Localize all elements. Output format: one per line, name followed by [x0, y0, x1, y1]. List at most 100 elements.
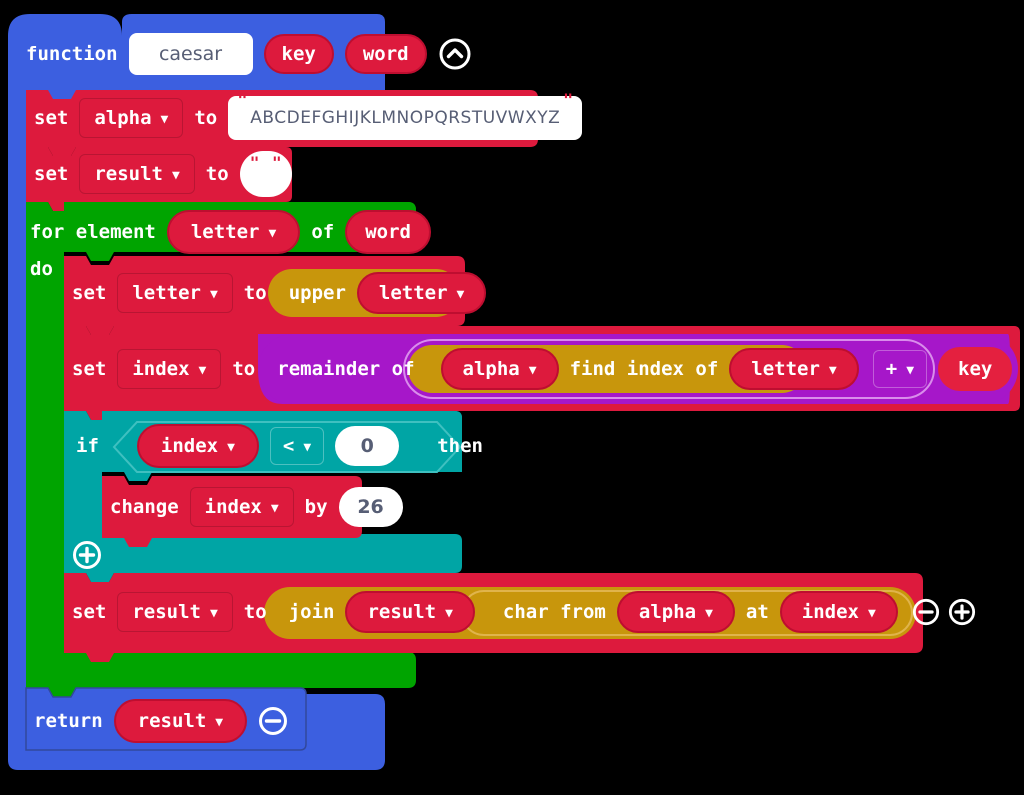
variable-dropdown-alpha-label: alpha: [94, 107, 152, 129]
change-keyword: change: [110, 495, 179, 518]
join-label: join: [288, 600, 335, 623]
for-keyword: for element: [30, 220, 156, 243]
to-label: to: [205, 162, 229, 185]
upper-operand-letter[interactable]: letter ▼: [356, 272, 487, 314]
change-amount-field[interactable]: 26: [338, 487, 403, 527]
minus-circle-icon: [259, 707, 288, 735]
variable-dropdown-alpha[interactable]: alpha ▼: [79, 98, 184, 138]
set-result-shape: [26, 147, 292, 211]
join-arg-result[interactable]: result ▼: [345, 591, 475, 633]
loop-variable-letter-label: letter: [190, 221, 260, 243]
to-label: to: [232, 357, 256, 380]
function-param-key[interactable]: key: [263, 34, 334, 74]
arithmetic-operator-dropdown[interactable]: + ▼: [872, 350, 928, 388]
upper-operand-letter-label: letter: [378, 282, 448, 304]
if-add-branch-button[interactable]: [72, 540, 102, 574]
function-name-field[interactable]: caesar: [128, 33, 253, 75]
remainder-label: remainder of: [277, 357, 415, 380]
upper-op-label: upper: [288, 281, 346, 304]
chevron-down-icon: ▼: [171, 167, 180, 183]
set-keyword: set: [34, 106, 69, 129]
arithmetic-operand-key[interactable]: key: [938, 347, 1013, 391]
empty-string-field[interactable]: [239, 151, 292, 197]
variable-dropdown-index-label: index: [204, 496, 262, 518]
variable-dropdown-letter[interactable]: letter ▼: [117, 273, 233, 313]
variable-dropdown-result-label: result: [132, 601, 201, 623]
comparison-operator-dropdown[interactable]: < ▼: [269, 427, 325, 465]
variable-dropdown-index[interactable]: index ▼: [189, 487, 294, 527]
function-param-word[interactable]: word: [344, 34, 427, 74]
return-statement[interactable]: return result ▼: [34, 699, 288, 743]
loop-list-word[interactable]: word: [345, 210, 431, 254]
char-from-label: char from: [502, 600, 606, 623]
chevron-down-icon: ▼: [209, 605, 218, 621]
quote-close: ": [563, 91, 574, 111]
for-do-label: do: [30, 258, 53, 280]
variable-dropdown-result-label: result: [94, 163, 163, 185]
variable-dropdown-letter-label: letter: [132, 282, 201, 304]
variable-dropdown-result[interactable]: result ▼: [117, 592, 233, 632]
function-header[interactable]: function caesar key word: [26, 33, 472, 75]
quote-close: ": [272, 153, 282, 172]
char-from-source-alpha[interactable]: alpha ▼: [616, 591, 735, 633]
chevron-down-icon: ▼: [303, 439, 312, 455]
find-index-target-alpha-label: alpha: [462, 358, 520, 380]
arithmetic-operator-label: +: [885, 358, 898, 380]
chevron-down-icon: ▼: [198, 362, 207, 378]
condition-right-value[interactable]: 0: [335, 426, 400, 466]
chevron-down-icon: ▼: [906, 362, 915, 378]
join-remove-arg-button[interactable]: [912, 598, 940, 626]
chevron-down-icon: ▼: [868, 605, 876, 621]
loop-variable-letter[interactable]: letter ▼: [166, 210, 301, 254]
chevron-down-icon: ▼: [270, 500, 279, 516]
plus-circle-icon: [73, 541, 101, 569]
set-keyword: set: [72, 600, 107, 623]
chevron-up-circle-icon[interactable]: [438, 37, 472, 71]
set-index-statement[interactable]: set index ▼ to remainder of alpha ▼ find…: [72, 347, 1024, 391]
find-index-value-letter-label: letter: [751, 358, 820, 380]
to-label: to: [243, 281, 267, 304]
change-index-shape: [102, 476, 362, 547]
chevron-down-icon: ▼: [456, 286, 465, 302]
chevron-down-icon: ▼: [828, 362, 837, 378]
at-label: at: [745, 600, 769, 623]
function-keyword: function: [26, 42, 118, 65]
set-keyword: set: [72, 281, 107, 304]
find-index-value-letter[interactable]: letter ▼: [729, 348, 859, 390]
set-letter-upper-statement[interactable]: set letter ▼ to upper letter ▼: [72, 272, 487, 314]
return-remove-button[interactable]: [258, 706, 288, 736]
set-alpha-statement[interactable]: set alpha ▼ to ABCDEFGHIJKLMNOPQRSTUVWXY…: [34, 91, 583, 140]
for-element-statement[interactable]: for element letter ▼ of word: [30, 210, 431, 254]
if-keyword: if: [76, 434, 99, 457]
chevron-down-icon: ▼: [215, 714, 224, 730]
join-add-arg-button[interactable]: [948, 598, 976, 626]
chevron-down-icon: ▼: [705, 605, 713, 621]
if-statement[interactable]: if index ▼ < ▼ 0 then: [76, 424, 483, 468]
chevron-down-icon: ▼: [528, 362, 537, 378]
set-result-empty-statement[interactable]: set result ▼ to " ": [34, 151, 292, 197]
variable-dropdown-index-label: index: [132, 358, 190, 380]
set-result-join-statement[interactable]: set result ▼ to join result ▼ char from …: [72, 591, 976, 633]
variable-dropdown-result[interactable]: result ▼: [79, 154, 195, 194]
find-index-target-alpha[interactable]: alpha ▼: [440, 348, 559, 390]
change-index-statement[interactable]: change index ▼ by 26: [110, 487, 403, 527]
comparison-operator-label: <: [282, 435, 295, 457]
to-label: to: [243, 600, 267, 623]
of-label: of: [311, 220, 335, 243]
variable-dropdown-index[interactable]: index ▼: [117, 349, 222, 389]
chevron-down-icon: ▼: [227, 439, 235, 455]
return-keyword: return: [34, 709, 103, 732]
quote-open: ": [237, 91, 248, 111]
then-label: then: [437, 434, 483, 457]
chevron-down-icon: ▼: [268, 225, 277, 241]
char-at-index-label: index: [801, 601, 859, 623]
chevron-down-icon: ▼: [160, 111, 169, 127]
return-value-result[interactable]: result ▼: [113, 699, 248, 743]
by-label: by: [304, 495, 328, 518]
to-label: to: [194, 106, 218, 129]
condition-left-index[interactable]: index ▼: [136, 424, 259, 468]
alpha-string-field[interactable]: ABCDEFGHIJKLMNOPQRSTUVWXYZ: [228, 96, 583, 140]
char-at-index[interactable]: index ▼: [779, 591, 898, 633]
chevron-down-icon: ▼: [209, 286, 218, 302]
